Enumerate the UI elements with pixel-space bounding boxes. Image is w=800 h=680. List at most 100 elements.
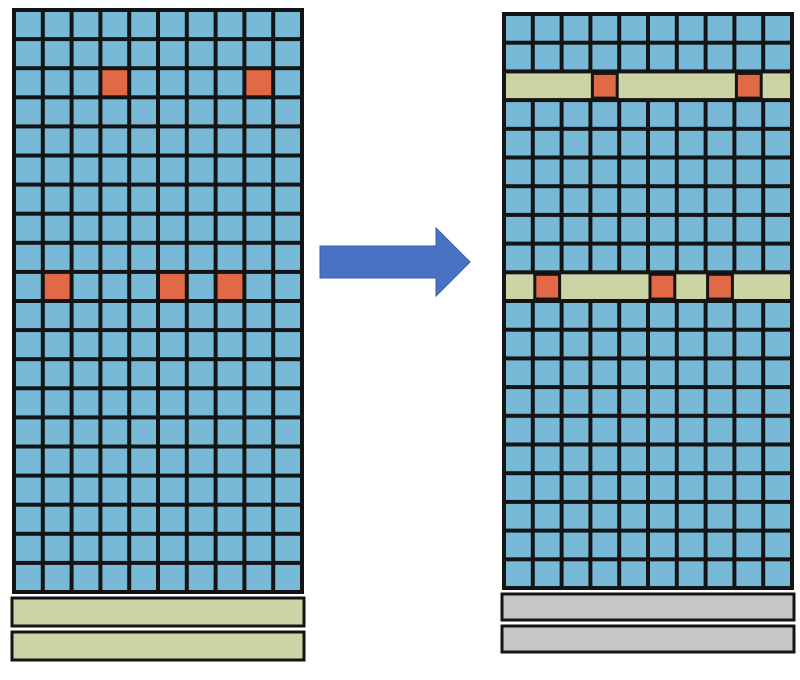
memory-cell [188,477,214,503]
memory-cell [160,157,185,183]
memory-cell [102,99,128,125]
memory-cell [16,419,41,445]
memory-cell [44,564,70,590]
memory-cell [650,245,675,271]
memory-cell [217,157,243,183]
memory-cell [592,561,618,586]
memory-cell [44,361,70,387]
memory-cell [765,331,790,357]
memory-cell [707,159,733,185]
memory-cell [16,535,41,561]
memory-cell [73,244,99,270]
memory-cell [765,417,790,443]
memory-cell [736,102,762,127]
memory-cell [592,389,618,414]
memory-cell [621,216,646,242]
memory-cell [102,12,128,38]
memory-cell [534,417,560,443]
memory-cell [765,503,790,529]
memory-cell [678,446,704,472]
memory-cell [102,303,128,329]
memory-cell [563,130,589,156]
memory-cell [16,332,41,358]
memory-cell [131,390,156,416]
memory-cell [592,303,618,328]
memory-cell [160,215,185,241]
arrow-right-icon [319,226,471,298]
memory-cell [707,303,733,328]
memory-cell [736,532,762,558]
memory-cell [563,159,589,185]
memory-cell [707,532,733,558]
memory-cell [506,44,531,70]
memory-cell [246,361,272,387]
memory-cell [246,244,272,270]
memory-cell [131,128,156,154]
memory-cell [275,186,300,212]
memory-cell [592,130,618,156]
memory-cell [275,273,300,299]
memory-cell [246,564,272,590]
faulty-cell [648,272,677,301]
memory-cell [506,417,531,443]
memory-cell [16,41,41,67]
memory-cell [650,130,675,156]
faulty-cell [533,272,562,301]
memory-cell [217,70,243,96]
memory-cell [16,157,41,183]
memory-cell [563,446,589,472]
memory-cell [217,41,243,67]
memory-cell [102,157,128,183]
memory-cell [188,564,214,590]
memory-cell [592,44,618,70]
memory-cell [73,419,99,445]
memory-cell [765,130,790,156]
memory-cell [246,477,272,503]
memory-cell [102,41,128,67]
faulty-cell [590,71,619,100]
memory-cell [707,389,733,414]
memory-cell [131,303,156,329]
memory-cell [534,532,560,558]
memory-cell [275,564,300,590]
memory-cell [217,244,243,270]
memory-cell [16,273,41,299]
faulty-cell [706,272,734,301]
memory-cell [188,12,214,38]
memory-cell [736,417,762,443]
memory-cell [275,419,300,445]
memory-cell [73,186,99,212]
memory-cell [506,159,531,185]
memory-cell [592,417,618,443]
memory-cell [592,216,618,242]
memory-cell [73,448,99,474]
memory-cell [246,390,272,416]
memory-cell [16,12,41,38]
memory-cell [188,186,214,212]
memory-cell [506,389,531,414]
memory-cell [736,216,762,242]
memory-cell [160,535,185,561]
memory-cell [102,186,128,212]
arrow-shape [319,226,471,298]
memory-cell [736,188,762,213]
memory-cell [131,186,156,212]
memory-cell [736,503,762,529]
memory-cell [765,532,790,558]
memory-cell [678,159,704,185]
memory-cell [275,12,300,38]
memory-cell [246,273,272,299]
memory-cell [188,244,214,270]
memory-cell [765,389,790,414]
memory-cell [765,188,790,213]
memory-cell [16,477,41,503]
memory-cell [621,188,646,213]
memory-cell [650,446,675,472]
memory-cell [621,303,646,328]
memory-cell [650,389,675,414]
memory-cell [765,216,790,242]
memory-cell [506,303,531,328]
memory-cell [275,157,300,183]
memory-cell [707,503,733,529]
